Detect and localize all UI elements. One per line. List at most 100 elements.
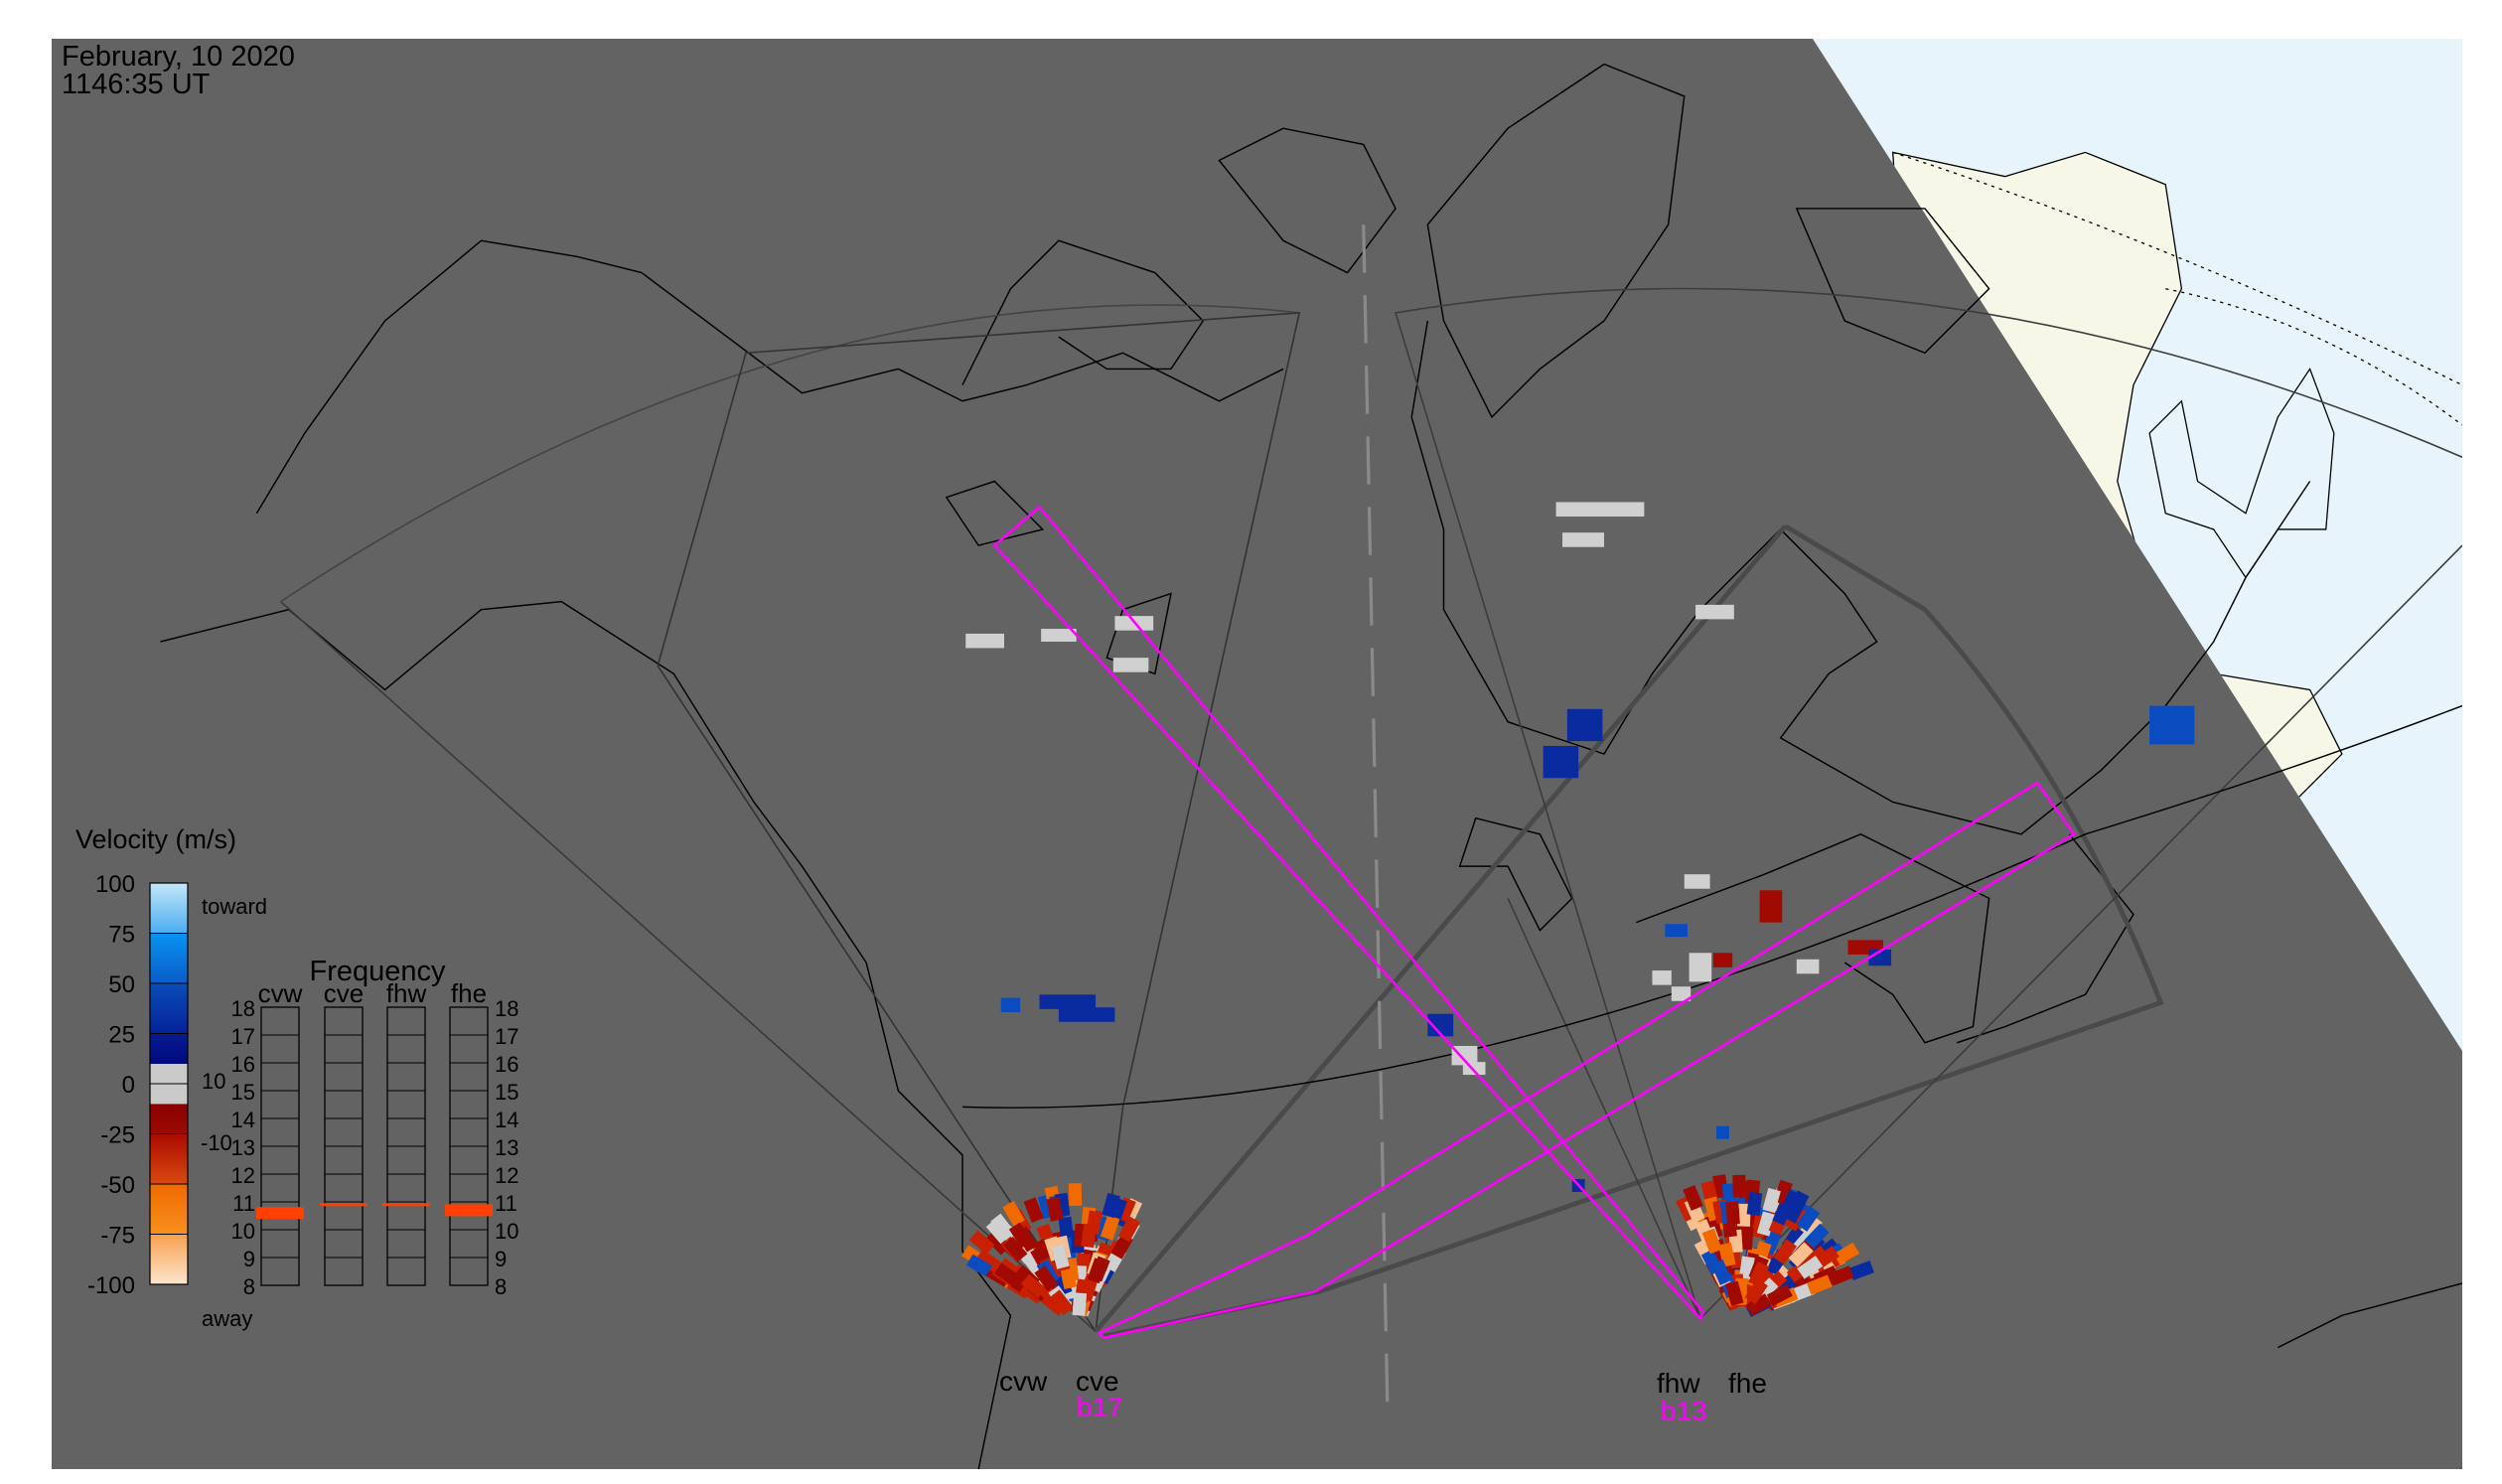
velocity-cell	[1748, 1261, 1770, 1287]
colorbar-tick-label: 50	[108, 971, 135, 998]
velocity-cell	[1712, 953, 1733, 967]
freq-tick-right: 8	[495, 1274, 507, 1299]
velocity-cell	[1051, 1244, 1070, 1269]
freq-tick-right: 17	[495, 1024, 518, 1049]
freq-tick-left: 13	[231, 1135, 255, 1160]
velocity-cell	[1072, 1292, 1088, 1316]
velocity-cell	[1451, 1045, 1478, 1066]
velocity-cell	[1555, 502, 1645, 518]
colorbar-tick-label: 75	[108, 922, 135, 949]
freq-tick-left: 12	[231, 1163, 255, 1188]
freq-station-fhe: fhe	[451, 978, 487, 1008]
velocity-cell	[1689, 953, 1712, 982]
colorbar-tick-label: -50	[100, 1172, 135, 1199]
colorbar-tick-label: 0	[122, 1072, 135, 1099]
velocity-cell	[1000, 997, 1021, 1013]
colorbar-tick-label: -100	[87, 1272, 135, 1299]
site-label-cve: cve	[1076, 1366, 1119, 1397]
velocity-cell	[1112, 658, 1149, 672]
site-label-cvw: cvw	[999, 1366, 1048, 1397]
velocity-cell	[1725, 1280, 1744, 1306]
velocity-cell	[984, 1230, 1011, 1256]
velocity-cell	[1744, 1278, 1768, 1305]
velocity-cell	[2149, 705, 2195, 745]
velocity-cell	[1796, 1205, 1821, 1232]
velocity-cell	[1041, 629, 1077, 642]
velocity-cell	[965, 633, 1004, 649]
beam-b17	[1097, 781, 2077, 1340]
velocity-cell	[1566, 708, 1603, 742]
velocity-cell	[1049, 1289, 1074, 1316]
velocity-cell	[1665, 924, 1688, 938]
freq-marker-fhw	[382, 1203, 430, 1207]
velocity-cells	[960, 502, 2195, 1318]
freq-tick-left: 11	[232, 1191, 255, 1216]
colorbar-tick-label: -25	[100, 1122, 135, 1149]
radar-fields-of-view	[280, 224, 2462, 1412]
away-label: away	[202, 1306, 252, 1331]
freq-tick-left: 16	[231, 1052, 255, 1077]
velocity-cell	[1738, 1226, 1754, 1251]
frequency-title: Frequency	[309, 956, 446, 987]
freq-tick-right: 14	[495, 1108, 518, 1132]
velocity-cell	[1087, 1258, 1107, 1284]
velocity-cell	[1766, 1284, 1793, 1306]
freq-tick-right: 16	[495, 1052, 518, 1077]
freq-tick-left: 14	[231, 1108, 255, 1132]
velocity-cell	[1848, 1261, 1874, 1281]
velocity-cell	[1008, 1222, 1033, 1249]
velocity-cell	[1796, 959, 1820, 974]
gray-band-upper: 10	[202, 1069, 225, 1094]
freq-tick-left: 15	[231, 1080, 255, 1105]
velocity-cell	[1684, 874, 1710, 889]
velocity-cell	[1046, 1197, 1064, 1222]
velocity-cell	[1671, 986, 1692, 1001]
time-label: 1146:35 UT	[62, 69, 211, 100]
velocity-cell	[1058, 1007, 1115, 1022]
freq-marker-cve	[320, 1203, 368, 1207]
velocity-cell	[1773, 1239, 1797, 1265]
date-label: February, 10 2020	[62, 41, 295, 73]
freq-tick-right: 18	[495, 996, 518, 1021]
freq-tick-left: 8	[243, 1274, 255, 1299]
freq-station-cvw: cvw	[258, 978, 303, 1008]
freq-tick-right: 13	[495, 1135, 518, 1160]
site-label-fhw: fhw	[1657, 1368, 1700, 1399]
freq-tick-right: 15	[495, 1080, 518, 1105]
freq-tick-left: 18	[231, 996, 255, 1021]
freq-tick-right: 10	[495, 1219, 518, 1244]
gray-band-lower: -10	[201, 1130, 232, 1155]
freq-tick-left: 17	[231, 1024, 255, 1049]
freq-marker-cvw	[256, 1207, 304, 1220]
velocity-cell	[1039, 994, 1097, 1009]
velocity-cell	[1652, 970, 1672, 985]
freq-station-fhw: fhw	[386, 978, 427, 1008]
velocity-cell	[1759, 890, 1783, 923]
velocity-cell	[1543, 745, 1579, 779]
velocity-cell	[1683, 1185, 1703, 1211]
beam-b13	[992, 505, 1705, 1321]
velocity-cell	[974, 1249, 1001, 1273]
colorbar-tick-label: 100	[95, 871, 135, 898]
velocity-cell	[1746, 1191, 1763, 1216]
velocity-cell	[1117, 1216, 1140, 1243]
velocity-cell	[1806, 1274, 1833, 1295]
velocity-cell	[1725, 1201, 1740, 1225]
freq-tick-right: 12	[495, 1163, 518, 1188]
velocity-cell	[1002, 1236, 1028, 1262]
velocity-cell	[1002, 1200, 1025, 1227]
freq-tick-left: 9	[243, 1247, 255, 1271]
velocity-cell	[1102, 1192, 1120, 1219]
velocity-cell	[1762, 1187, 1781, 1214]
legend-title: Velocity (m/s)	[75, 824, 236, 854]
velocity-cell	[1068, 1183, 1083, 1206]
velocity-cell	[1710, 1260, 1732, 1285]
velocity-cell	[1023, 1197, 1044, 1223]
velocity-cell	[1701, 1228, 1722, 1255]
beam-label-b13: b13	[1661, 1396, 1707, 1426]
velocity-cell	[1059, 1264, 1078, 1289]
velocity-cell	[1100, 1215, 1120, 1241]
